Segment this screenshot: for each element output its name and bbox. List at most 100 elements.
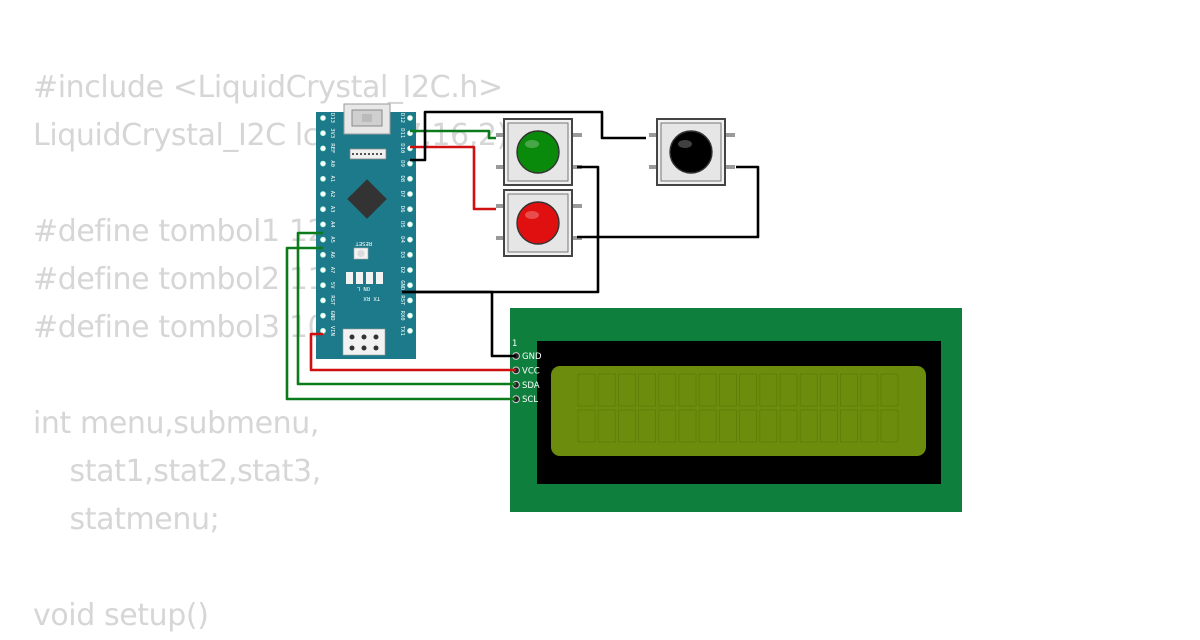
reset-button-icon[interactable] <box>353 247 369 260</box>
wire-gnd-lcd <box>402 290 516 358</box>
lcd-pin-label: VCC <box>522 366 540 376</box>
lcd-module[interactable]: 1 GND VCC SDA SCL <box>510 308 962 512</box>
pushbutton-red[interactable] <box>496 189 582 257</box>
nano-pin[interactable] <box>320 312 326 319</box>
nano-pin[interactable] <box>320 206 326 213</box>
code-line: int menu,submenu, <box>33 406 320 441</box>
wire-tombol-green <box>410 129 496 140</box>
nano-pin-label: D6 <box>399 206 405 213</box>
nano-pin[interactable] <box>407 282 413 289</box>
nano-pin-label: VIN <box>329 326 335 336</box>
wires <box>285 110 760 401</box>
pushbutton-green[interactable] <box>496 118 582 186</box>
icsp-pin <box>373 334 379 340</box>
button-cap-icon[interactable] <box>669 130 713 174</box>
nano-pin[interactable] <box>407 267 413 273</box>
nano-pin-label: D10 <box>399 143 405 153</box>
pushbutton-black[interactable] <box>649 118 735 186</box>
led-label-onl: ON L <box>356 285 370 291</box>
code-line: statmenu; <box>33 502 220 537</box>
nano-pin-label: D13 <box>329 113 335 123</box>
nano-pin[interactable] <box>407 327 413 334</box>
nano-pin[interactable] <box>320 236 326 243</box>
wire-tombol-red <box>410 145 496 211</box>
button-cap-icon[interactable] <box>516 201 560 245</box>
nano-pin-label: REF <box>329 143 335 153</box>
nano-pin-label: D12 <box>399 113 405 123</box>
lcd-pin-label: SCL <box>522 395 538 405</box>
code-line: stat1,stat2,stat3, <box>33 454 322 489</box>
nano-pin[interactable] <box>320 221 326 228</box>
code-line: #define tombol2 11 <box>33 262 327 297</box>
wire-scl <box>285 246 516 401</box>
nano-pin[interactable] <box>407 160 413 167</box>
nano-pin-label: D9 <box>399 160 405 167</box>
nano-pin[interactable] <box>407 115 413 121</box>
wire-vcc <box>309 332 516 372</box>
nano-pin-label: 3V3 <box>329 128 335 138</box>
nano-pin[interactable] <box>320 115 326 121</box>
icsp-pin <box>373 345 379 351</box>
nano-pin[interactable] <box>407 297 413 304</box>
button-cap-icon[interactable] <box>516 130 560 174</box>
nano-pin-label: GND <box>399 280 405 290</box>
nano-pin-label: GND <box>329 311 335 321</box>
nano-pin-label: A1 <box>329 175 335 182</box>
nano-pin[interactable] <box>407 221 413 228</box>
code-line: #define tombol1 12 <box>33 214 327 249</box>
nano-pin[interactable] <box>320 191 326 197</box>
reset-label: RESET <box>355 240 372 246</box>
nano-pin[interactable] <box>407 312 413 319</box>
nano-pin-label: D7 <box>399 191 405 198</box>
nano-pin[interactable] <box>320 160 326 167</box>
wire-gnd-buttons <box>402 165 600 294</box>
nano-pin-label: D3 <box>399 251 405 258</box>
nano-pin-label: D11 <box>399 128 405 138</box>
nano-pin-label: 5V <box>329 282 335 289</box>
nano-pin[interactable] <box>407 251 413 258</box>
lcd-pin-label: SDA <box>522 381 540 391</box>
nano-pin[interactable] <box>407 236 413 243</box>
nano-pin-label: A6 <box>329 251 335 258</box>
nano-pin-label: A5 <box>329 236 335 243</box>
nano-pin-label: TX1 <box>399 326 405 336</box>
led-label-txrx: TX RX <box>363 295 380 301</box>
nano-pin-label: D8 <box>399 175 405 182</box>
lcd-pin-label: GND <box>522 352 542 362</box>
nano-pin[interactable] <box>407 191 413 197</box>
nano-pin-label: A7 <box>329 267 335 274</box>
nano-pin[interactable] <box>320 130 326 137</box>
code-editor-background: #include <LiquidCrystal_I2C.h>LiquidCrys… <box>33 64 518 640</box>
icsp-pin <box>349 334 355 340</box>
nano-pin-label: RX0 <box>399 311 405 321</box>
code-line: void setup() <box>33 598 209 633</box>
nano-pin-label: D2 <box>399 267 405 274</box>
nano-pin-label: A4 <box>329 221 335 228</box>
lcd-character-grid <box>577 373 899 443</box>
nano-pin[interactable] <box>320 175 326 182</box>
nano-pin[interactable] <box>320 267 326 273</box>
nano-pin-label: A3 <box>329 206 335 213</box>
usb-connector-icon <box>343 103 391 160</box>
nano-pin-label: RST <box>399 295 405 306</box>
icsp-pin <box>361 334 367 340</box>
nano-pin[interactable] <box>320 282 326 289</box>
nano-pin-label: A2 <box>329 191 335 198</box>
nano-pin-label: A0 <box>329 160 335 167</box>
nano-pin[interactable] <box>320 297 326 304</box>
nano-pin[interactable] <box>320 145 326 152</box>
code-line: #include <LiquidCrystal_I2C.h> <box>33 70 503 105</box>
icsp-pin <box>349 345 355 351</box>
wire-tombol-black <box>410 110 646 162</box>
lcd-pin-index: 1 <box>512 339 517 349</box>
nano-pin[interactable] <box>320 327 326 334</box>
nano-pin-label: D4 <box>399 236 405 243</box>
nano-pin-label: D5 <box>399 221 405 228</box>
nano-pin[interactable] <box>407 206 413 213</box>
status-leds <box>346 272 383 284</box>
lcd-screen <box>551 366 926 456</box>
nano-pin[interactable] <box>407 175 413 182</box>
nano-pin[interactable] <box>320 251 326 258</box>
wire-sda <box>296 231 516 386</box>
